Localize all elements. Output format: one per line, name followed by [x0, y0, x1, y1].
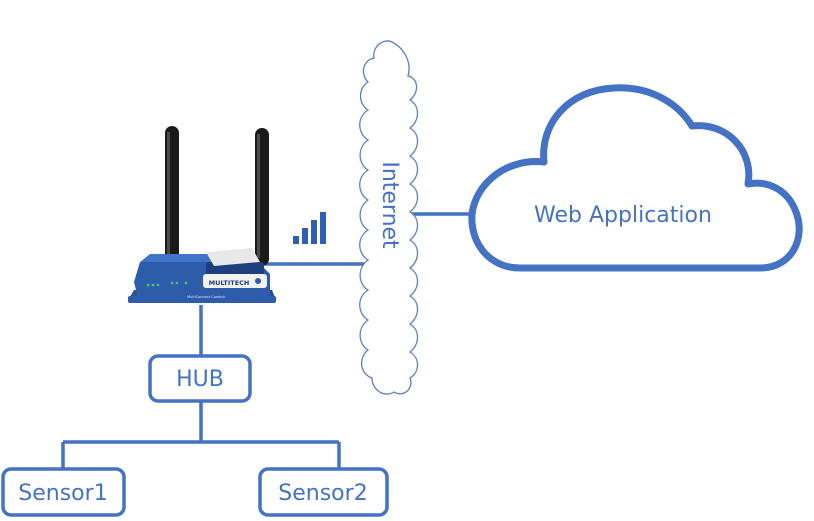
device-brand-label: MULTITECH	[209, 279, 250, 287]
sensor2-node: Sensor2	[258, 467, 389, 517]
web-application-label: Web Application	[534, 203, 712, 228]
sensor2-label: Sensor2	[278, 481, 367, 506]
status-leds	[146, 281, 188, 287]
cloud-icon: Web Application	[468, 84, 803, 272]
internet-cloud-icon: Internet	[359, 40, 419, 395]
hub-node: HUB	[148, 354, 252, 403]
signal-bars-icon	[293, 212, 326, 244]
connector-lines	[61, 212, 475, 469]
hub-label: HUB	[176, 367, 224, 392]
sensor1-label: Sensor1	[18, 481, 107, 506]
internet-label: Internet	[377, 161, 402, 249]
sensor1-node: Sensor1	[1, 467, 126, 517]
gateway-device-icon: MULTITECH MultiConnect Conduit	[128, 126, 276, 303]
device-model-label: MultiConnect Conduit	[187, 295, 225, 299]
